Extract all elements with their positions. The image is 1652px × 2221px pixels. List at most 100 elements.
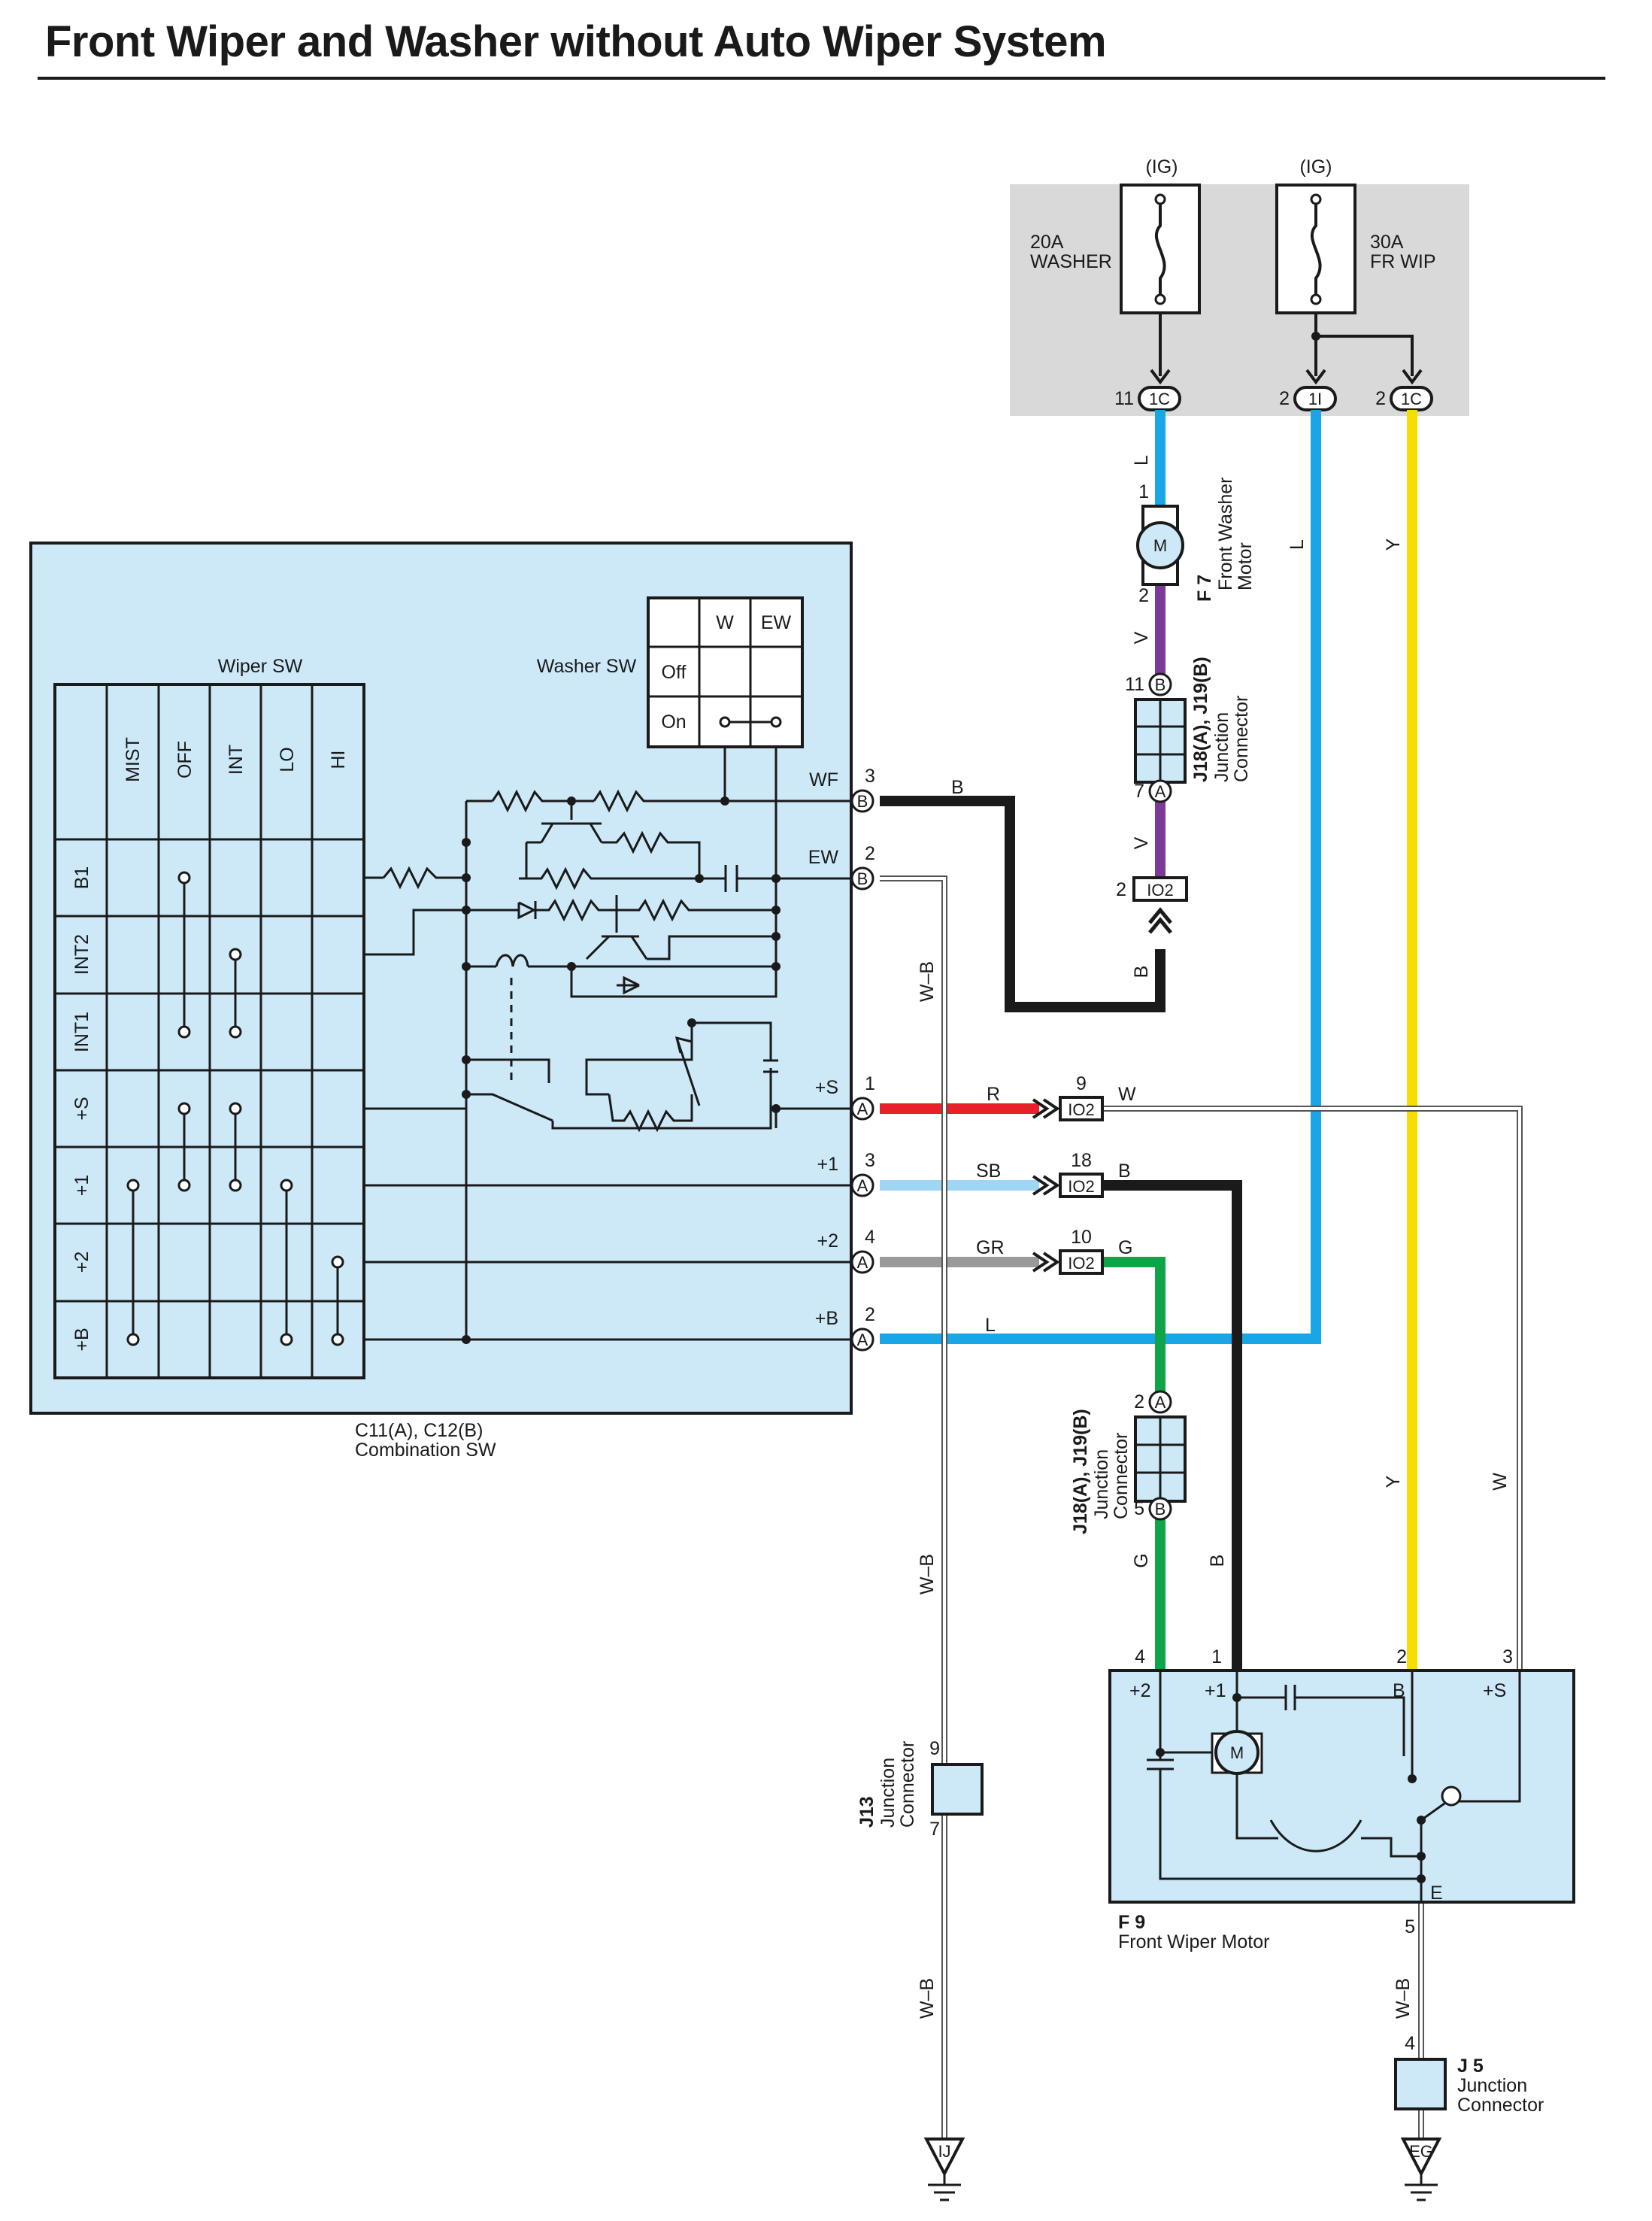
svg-text:18: 18	[1071, 1150, 1092, 1171]
fuse-box: (IG) (IG) 20A WASHER 30A FR WIP 1C 11 1I…	[1010, 156, 1469, 416]
ground-icon	[1400, 2138, 1442, 2177]
svg-text:Connector: Connector	[897, 1741, 918, 1828]
j13-junction-connector: 9 7 J13 Junction Connector	[856, 1738, 984, 1840]
svg-text:J13: J13	[856, 1796, 878, 1828]
svg-text:M: M	[1153, 536, 1167, 555]
wire-b-wf	[880, 796, 1165, 1012]
front-wiper-motor-housing	[1108, 1669, 1575, 1904]
svg-text:E: E	[1430, 1883, 1443, 1904]
svg-text:A: A	[857, 1330, 868, 1349]
svg-text:3: 3	[865, 766, 875, 787]
wire-l-main	[880, 410, 1321, 1344]
ground-icon	[923, 2138, 965, 2177]
svg-text:IO2: IO2	[1147, 881, 1173, 900]
svg-text:Off: Off	[662, 662, 687, 683]
svg-text:LO: LO	[277, 747, 298, 772]
svg-text:MIST: MIST	[123, 737, 144, 782]
svg-text:Motor: Motor	[1235, 542, 1256, 590]
svg-text:2: 2	[865, 843, 875, 864]
svg-text:+2: +2	[817, 1230, 838, 1252]
svg-text:3: 3	[1502, 1646, 1513, 1667]
svg-text:INT: INT	[226, 745, 247, 775]
fuse-1-element-icon	[1154, 199, 1166, 299]
svg-text:2: 2	[1134, 1391, 1144, 1412]
motor-icon	[1136, 521, 1184, 569]
svg-text:+2: +2	[1129, 1680, 1151, 1701]
svg-text:+S: +S	[1483, 1680, 1506, 1701]
fuse-1-rating: 20A	[1030, 232, 1064, 253]
svg-text:5: 5	[1405, 1916, 1415, 1937]
svg-text:11: 11	[1114, 388, 1134, 409]
svg-text:A: A	[857, 1176, 868, 1195]
combination-switch: C11(A), C12(B) Combination SW Wiper SW M…	[29, 542, 875, 1461]
svg-text:F 7: F 7	[1194, 575, 1215, 602]
svg-text:IJ: IJ	[938, 2142, 950, 2161]
svg-text:1C: 1C	[1149, 390, 1170, 408]
svg-text:4: 4	[865, 1227, 875, 1248]
svg-text:IO2: IO2	[1068, 1254, 1094, 1273]
front-wiper-motor: 4 1 2 3 +2 +1 B +S M	[1108, 1646, 1575, 1952]
svg-text:EG: EG	[1409, 2142, 1433, 2161]
front-washer-motor: M 1 2 F 7 Front Washer Motor	[1136, 477, 1256, 606]
fuse-2-rating: 30A	[1370, 232, 1404, 253]
wire-b-plus1	[1102, 1180, 1242, 1670]
svg-text:EW: EW	[761, 612, 792, 633]
svg-text:2: 2	[865, 1304, 875, 1325]
svg-text:A: A	[1155, 782, 1166, 801]
wire-color-labels: L L Y V V B B W–B W–B W–B W–B R SB GR L …	[917, 455, 1511, 2019]
svg-text:7: 7	[1134, 781, 1144, 802]
fuse-2-supply: (IG)	[1299, 156, 1332, 177]
svg-text:Front Wiper Motor: Front Wiper Motor	[1118, 1931, 1269, 1952]
svg-text:Y: Y	[1383, 538, 1404, 551]
svg-text:2: 2	[1279, 388, 1290, 409]
svg-text:A: A	[1155, 1393, 1166, 1412]
fuse-2-name: FR WIP	[1370, 251, 1436, 272]
fuse-1-name: WASHER	[1030, 251, 1112, 272]
junction-connector-middle: A 2 B 5 J18(A), J19(B) Junction Connecto…	[1070, 1390, 1187, 1534]
svg-text:IO2: IO2	[1068, 1177, 1094, 1196]
svg-text:W–B: W–B	[917, 1554, 938, 1594]
svg-text:Combination SW: Combination SW	[355, 1440, 496, 1461]
svg-text:+1: +1	[71, 1175, 92, 1197]
svg-text:F 9: F 9	[1118, 1912, 1145, 1933]
svg-text:9: 9	[929, 1738, 940, 1759]
svg-text:7: 7	[929, 1819, 940, 1840]
switch-internal-circuit	[364, 747, 851, 1341]
svg-text:B: B	[1155, 675, 1166, 694]
svg-text:L: L	[1131, 455, 1152, 466]
svg-text:2: 2	[1396, 1646, 1407, 1667]
svg-text:+2: +2	[71, 1252, 92, 1273]
svg-text:R: R	[987, 1084, 1000, 1105]
svg-text:Connector: Connector	[1111, 1433, 1132, 1519]
svg-text:V: V	[1131, 631, 1152, 644]
svg-text:2: 2	[1138, 585, 1149, 606]
page-title: Front Wiper and Washer without Auto Wipe…	[45, 17, 1107, 66]
svg-text:INT1: INT1	[71, 1012, 92, 1052]
svg-text:B: B	[1393, 1680, 1405, 1701]
io2-connector-washer: IO2 2	[1116, 876, 1188, 934]
junction-connector-top: B 11 A 7 J18(A), J19(B) Junction Connect…	[1125, 657, 1252, 803]
svg-text:L: L	[985, 1315, 996, 1336]
svg-text:Junction: Junction	[1211, 712, 1232, 782]
svg-text:On: On	[661, 712, 686, 733]
svg-text:V: V	[1131, 836, 1152, 849]
svg-text:1: 1	[1211, 1646, 1222, 1667]
svg-text:A: A	[857, 1253, 868, 1272]
svg-text:2: 2	[1375, 388, 1386, 409]
svg-text:+1: +1	[817, 1154, 838, 1175]
svg-text:Wiper SW: Wiper SW	[218, 656, 303, 677]
svg-text:B: B	[951, 777, 964, 798]
svg-text:B: B	[1207, 1555, 1228, 1567]
j5-junction-connector: 4 J 5 Junction Connector	[1394, 2033, 1544, 2116]
svg-text:W: W	[1490, 1473, 1511, 1491]
svg-text:J18(A), J19(B): J18(A), J19(B)	[1070, 1409, 1091, 1534]
svg-text:1: 1	[865, 1073, 875, 1094]
svg-text:W–B: W–B	[917, 1978, 938, 2019]
svg-text:Junction: Junction	[1457, 2075, 1527, 2096]
svg-text:3: 3	[865, 1150, 875, 1171]
svg-text:+S: +S	[815, 1077, 838, 1098]
motor-icon	[1214, 1730, 1259, 1775]
svg-text:1I: 1I	[1308, 390, 1322, 408]
svg-text:G: G	[1118, 1237, 1132, 1258]
